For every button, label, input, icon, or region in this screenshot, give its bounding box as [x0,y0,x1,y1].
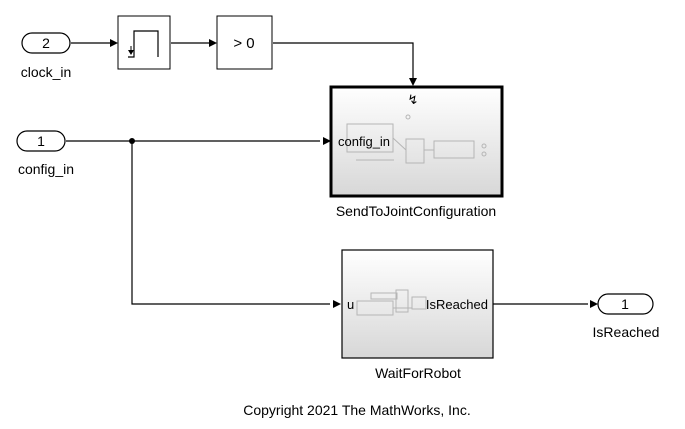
signal-lines [66,42,588,305]
subsystem-wait-label: WaitForRobot [375,365,461,381]
inport-config-in[interactable]: 1 [16,130,66,152]
branch-point [129,138,135,144]
subsystem-preview [346,114,487,164]
compare-to-zero-block[interactable]: > 0 [216,15,273,70]
compare-to-zero-label: > 0 [233,35,254,52]
subsystem-send-label: SendToJointConfiguration [336,203,496,219]
outport-is-reached-label: IsReached [593,324,660,340]
arrowheads [110,39,598,308]
wait-output-port-label: IsReached [426,297,488,312]
line-compare-to-trigger [273,42,414,78]
inport-config-in-label: config_in [18,161,74,177]
subsystem-send-to-joint-configuration[interactable]: ↯ config_in [329,85,504,198]
copyright-annotation: Copyright 2021 The MathWorks, Inc. [243,402,470,418]
line-branch-to-wait [131,141,330,305]
outport-is-reached[interactable]: 1 [597,293,654,315]
subsystem-preview [356,289,427,316]
inport-clock-in[interactable]: 2 [21,32,71,54]
trigger-icon: ↯ [408,92,419,107]
unit-delay-block[interactable] [117,15,171,70]
outport-is-reached-number: 1 [621,296,629,312]
inport-clock-in-label: clock_in [21,64,72,80]
subsystem-wait-for-robot[interactable]: u IsReached [341,249,494,359]
send-input-port-label: config_in [338,134,390,149]
unit-delay-icon [128,30,159,58]
inport-clock-in-number: 2 [42,35,50,51]
wait-input-port-label: u [347,297,354,312]
inport-config-in-number: 1 [37,133,45,149]
